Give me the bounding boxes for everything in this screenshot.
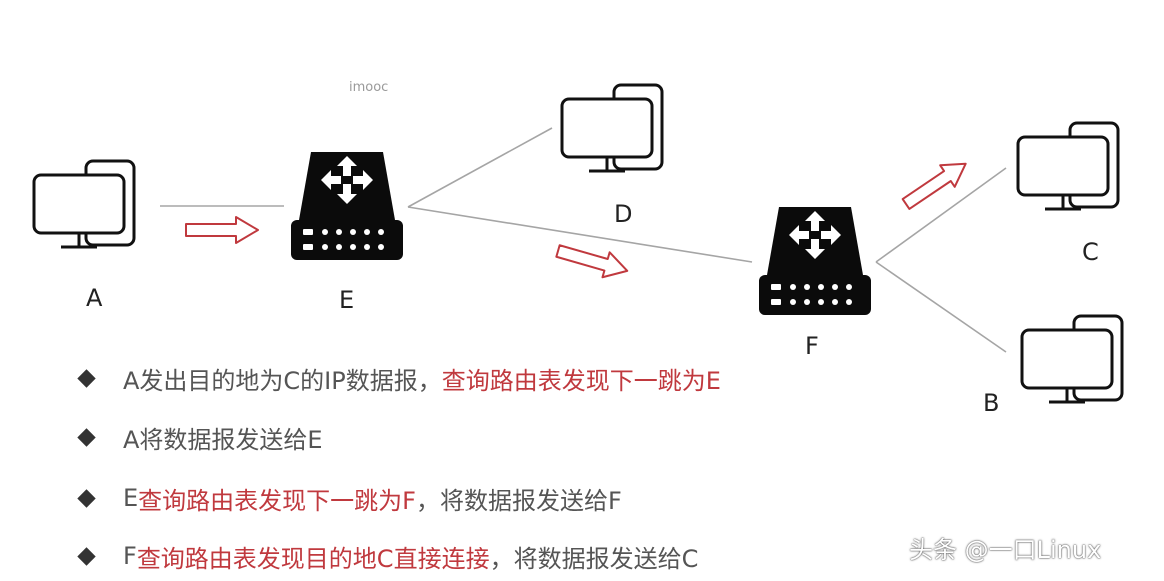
bullet-1-text: A发出目的地为C的IP数据报， <box>123 366 442 395</box>
label-b: B <box>983 389 1000 417</box>
source-credit: 头条 @一口Linux <box>909 536 1102 564</box>
diamond-bullet-icon <box>77 427 96 447</box>
link-f-b <box>875 261 1007 353</box>
arrow-f-to-c <box>897 151 974 216</box>
bullet-item-2: A将数据报发送给E <box>76 417 323 457</box>
link-e-f <box>407 206 753 263</box>
router-f-icon <box>759 207 871 315</box>
bullet-3-text: E <box>123 484 139 512</box>
arrow-e-to-f <box>553 237 632 285</box>
label-e: E <box>339 286 355 314</box>
diamond-bullet-icon <box>77 546 96 566</box>
diamond-bullet-icon <box>77 368 96 388</box>
link-f-c <box>875 167 1007 263</box>
watermark: imooc <box>349 80 389 95</box>
label-a: A <box>86 284 103 312</box>
bullet-4-text: F <box>123 542 137 570</box>
bullet-item-1: A发出目的地为C的IP数据报，查询路由表发现下一跳为E <box>76 358 721 398</box>
computer-d-icon <box>560 83 664 173</box>
link-e-d <box>407 127 553 208</box>
label-d: D <box>614 200 633 228</box>
computer-b-icon <box>1020 314 1124 404</box>
bullet-3-highlight: 查询路由表发现下一跳为F <box>138 486 416 515</box>
arrow-a-to-e <box>185 216 259 244</box>
bullet-1-highlight: 查询路由表发现下一跳为E <box>441 366 721 395</box>
computer-c-icon <box>1016 121 1120 211</box>
bullet-4-tail: ，将数据报发送给C <box>489 544 699 573</box>
router-e-icon <box>291 152 403 260</box>
diamond-bullet-icon <box>77 488 96 508</box>
bullet-4-highlight: 查询路由表发现目的地C直接连接 <box>136 544 490 573</box>
label-c: C <box>1082 238 1099 266</box>
label-f: F <box>805 332 819 360</box>
bullet-2-text: A将数据报发送给E <box>123 425 323 454</box>
bullet-3-tail: ，将数据报发送给F <box>415 486 622 515</box>
computer-a-icon <box>32 159 136 249</box>
